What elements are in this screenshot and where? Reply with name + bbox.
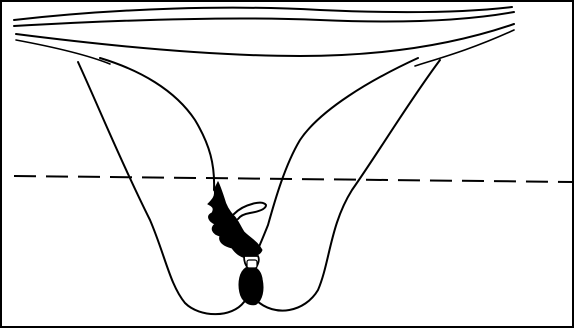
- upper-band: [14, 7, 514, 66]
- curled-appendage: [234, 203, 266, 219]
- dashed-reference-line: [14, 176, 574, 182]
- right-outer-wall: [256, 60, 440, 311]
- lower-bulb: [239, 267, 263, 305]
- bulb-neck-highlight: [247, 260, 257, 268]
- inner-walls: [100, 58, 418, 255]
- left-inner-wall: [100, 58, 214, 190]
- upper-band-top-edge-2: [14, 12, 514, 26]
- upper-band-lower-edge: [16, 24, 514, 56]
- upper-band-lower-edge-3: [415, 30, 514, 66]
- dark-mass: [208, 182, 262, 258]
